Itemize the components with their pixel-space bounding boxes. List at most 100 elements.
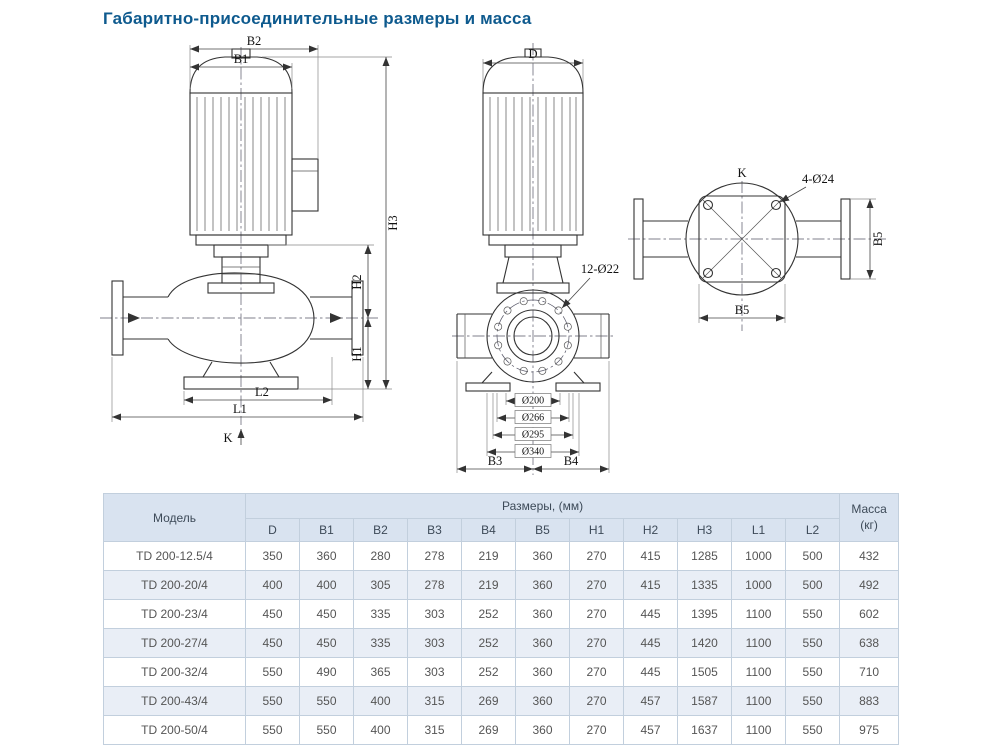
model-cell: TD 200-20/4: [103, 570, 246, 600]
dim-label-h2: H2: [350, 274, 364, 289]
dimension-cell: 1587: [677, 686, 732, 716]
dimension-cell: 269: [461, 686, 516, 716]
page-title: Габаритно-присоединительные размеры и ма…: [103, 9, 532, 28]
front-view-drawing: D: [452, 43, 619, 475]
mass-cell: 492: [839, 570, 900, 600]
dim-column-header: H2: [623, 518, 678, 542]
dimension-cell: 270: [569, 570, 624, 600]
dim-label-b4: B4: [564, 454, 579, 468]
dimension-cell: 315: [407, 715, 462, 745]
dimension-cell: 550: [299, 715, 354, 745]
mass-column-header: Масса (кг): [839, 493, 900, 542]
bolt-callout-4: 4-Ø24: [802, 172, 835, 186]
dimension-cell: 270: [569, 715, 624, 745]
mass-cell: 710: [839, 657, 900, 687]
dim-label-l2: L2: [255, 385, 269, 399]
dim-label-d295: Ø295: [522, 430, 544, 441]
dim-column-header: B1: [299, 518, 354, 542]
dimension-cell: 303: [407, 628, 462, 658]
dimension-cell: 450: [245, 599, 300, 629]
dim-column-header: D: [245, 518, 300, 542]
dimension-cell: 450: [299, 628, 354, 658]
dim-column-header: B3: [407, 518, 462, 542]
dim-label-b5-vertical: B5: [871, 232, 885, 247]
dimension-cell: 305: [353, 570, 408, 600]
dimension-cell: 360: [515, 657, 570, 687]
dimension-cell: 270: [569, 599, 624, 629]
dim-column-header: H3: [677, 518, 732, 542]
dimension-cell: 1637: [677, 715, 732, 745]
dimension-cell: 550: [784, 686, 841, 716]
dim-column-header: B2: [353, 518, 408, 542]
model-cell: TD 200-27/4: [103, 628, 246, 658]
dimensions-group-header: Размеры, (мм): [244, 493, 841, 519]
flow-arrow-icon: [330, 313, 342, 323]
dimension-cell: 415: [623, 541, 678, 571]
dim-label-l1: L1: [233, 402, 247, 416]
dim-column-header: H1: [569, 518, 624, 542]
dimension-cell: 360: [515, 628, 570, 658]
dimension-cell: 550: [784, 657, 841, 687]
model-column-header: Модель: [103, 493, 246, 542]
dimension-cell: 1100: [731, 686, 786, 716]
dim-label-b2: B2: [247, 34, 262, 48]
dimension-cell: 500: [784, 541, 841, 571]
dimension-cell: 1100: [731, 715, 786, 745]
dimension-cell: 550: [784, 628, 841, 658]
dimension-cell: 252: [461, 628, 516, 658]
model-cell: TD 200-23/4: [103, 599, 246, 629]
dim-column-header: B4: [461, 518, 516, 542]
dim-column-header: L2: [784, 518, 841, 542]
dimension-cell: 415: [623, 570, 678, 600]
view-label-k: K: [223, 431, 232, 445]
dimension-cell: 270: [569, 541, 624, 571]
dimension-cell: 400: [245, 570, 300, 600]
mass-cell: 432: [839, 541, 900, 571]
dim-label-d340: Ø340: [522, 447, 544, 458]
dimension-cell: 280: [353, 541, 408, 571]
top-view-drawing: K 4-Ø24: [628, 166, 888, 331]
model-cell: TD 200-32/4: [103, 657, 246, 687]
dimension-cell: 550: [299, 686, 354, 716]
dim-label-d: D: [528, 47, 537, 61]
dimension-cell: 445: [623, 657, 678, 687]
dim-label-b5-horizontal: B5: [735, 303, 750, 317]
dimension-cell: 219: [461, 570, 516, 600]
bolt-callout-12: 12-Ø22: [581, 262, 619, 276]
dimension-cell: 270: [569, 628, 624, 658]
dimension-cell: 1000: [731, 570, 786, 600]
table-header-row-1: Модель Размеры, (мм) Масса (кг): [103, 493, 900, 542]
dimension-cell: 335: [353, 599, 408, 629]
dimension-cell: 360: [299, 541, 354, 571]
dimension-cell: 360: [515, 599, 570, 629]
dimension-cell: 360: [515, 541, 570, 571]
mass-label: Масса: [851, 501, 887, 516]
model-cell: TD 200-43/4: [103, 686, 246, 716]
dim-column-header: L1: [731, 518, 786, 542]
dimension-cell: 1100: [731, 628, 786, 658]
dimension-cell: 445: [623, 628, 678, 658]
dimension-cell: 550: [245, 657, 300, 687]
model-cell: TD 200-50/4: [103, 715, 246, 745]
dimension-cell: 550: [784, 599, 841, 629]
dimension-cell: 350: [245, 541, 300, 571]
dimension-cell: 550: [784, 715, 841, 745]
pump-casing-side: [111, 272, 364, 390]
model-cell: TD 200-12.5/4: [103, 541, 246, 571]
dim-column-header: B5: [515, 518, 570, 542]
dimension-cell: 1000: [731, 541, 786, 571]
pump-flange-front: [456, 289, 610, 392]
dimension-cell: 1100: [731, 599, 786, 629]
dimension-cell: 457: [623, 686, 678, 716]
dimension-cell: 360: [515, 570, 570, 600]
dim-label-d200: Ø200: [522, 396, 544, 407]
dimension-cell: 315: [407, 686, 462, 716]
dim-label-h3: H3: [386, 215, 400, 230]
dimension-cell: 500: [784, 570, 841, 600]
